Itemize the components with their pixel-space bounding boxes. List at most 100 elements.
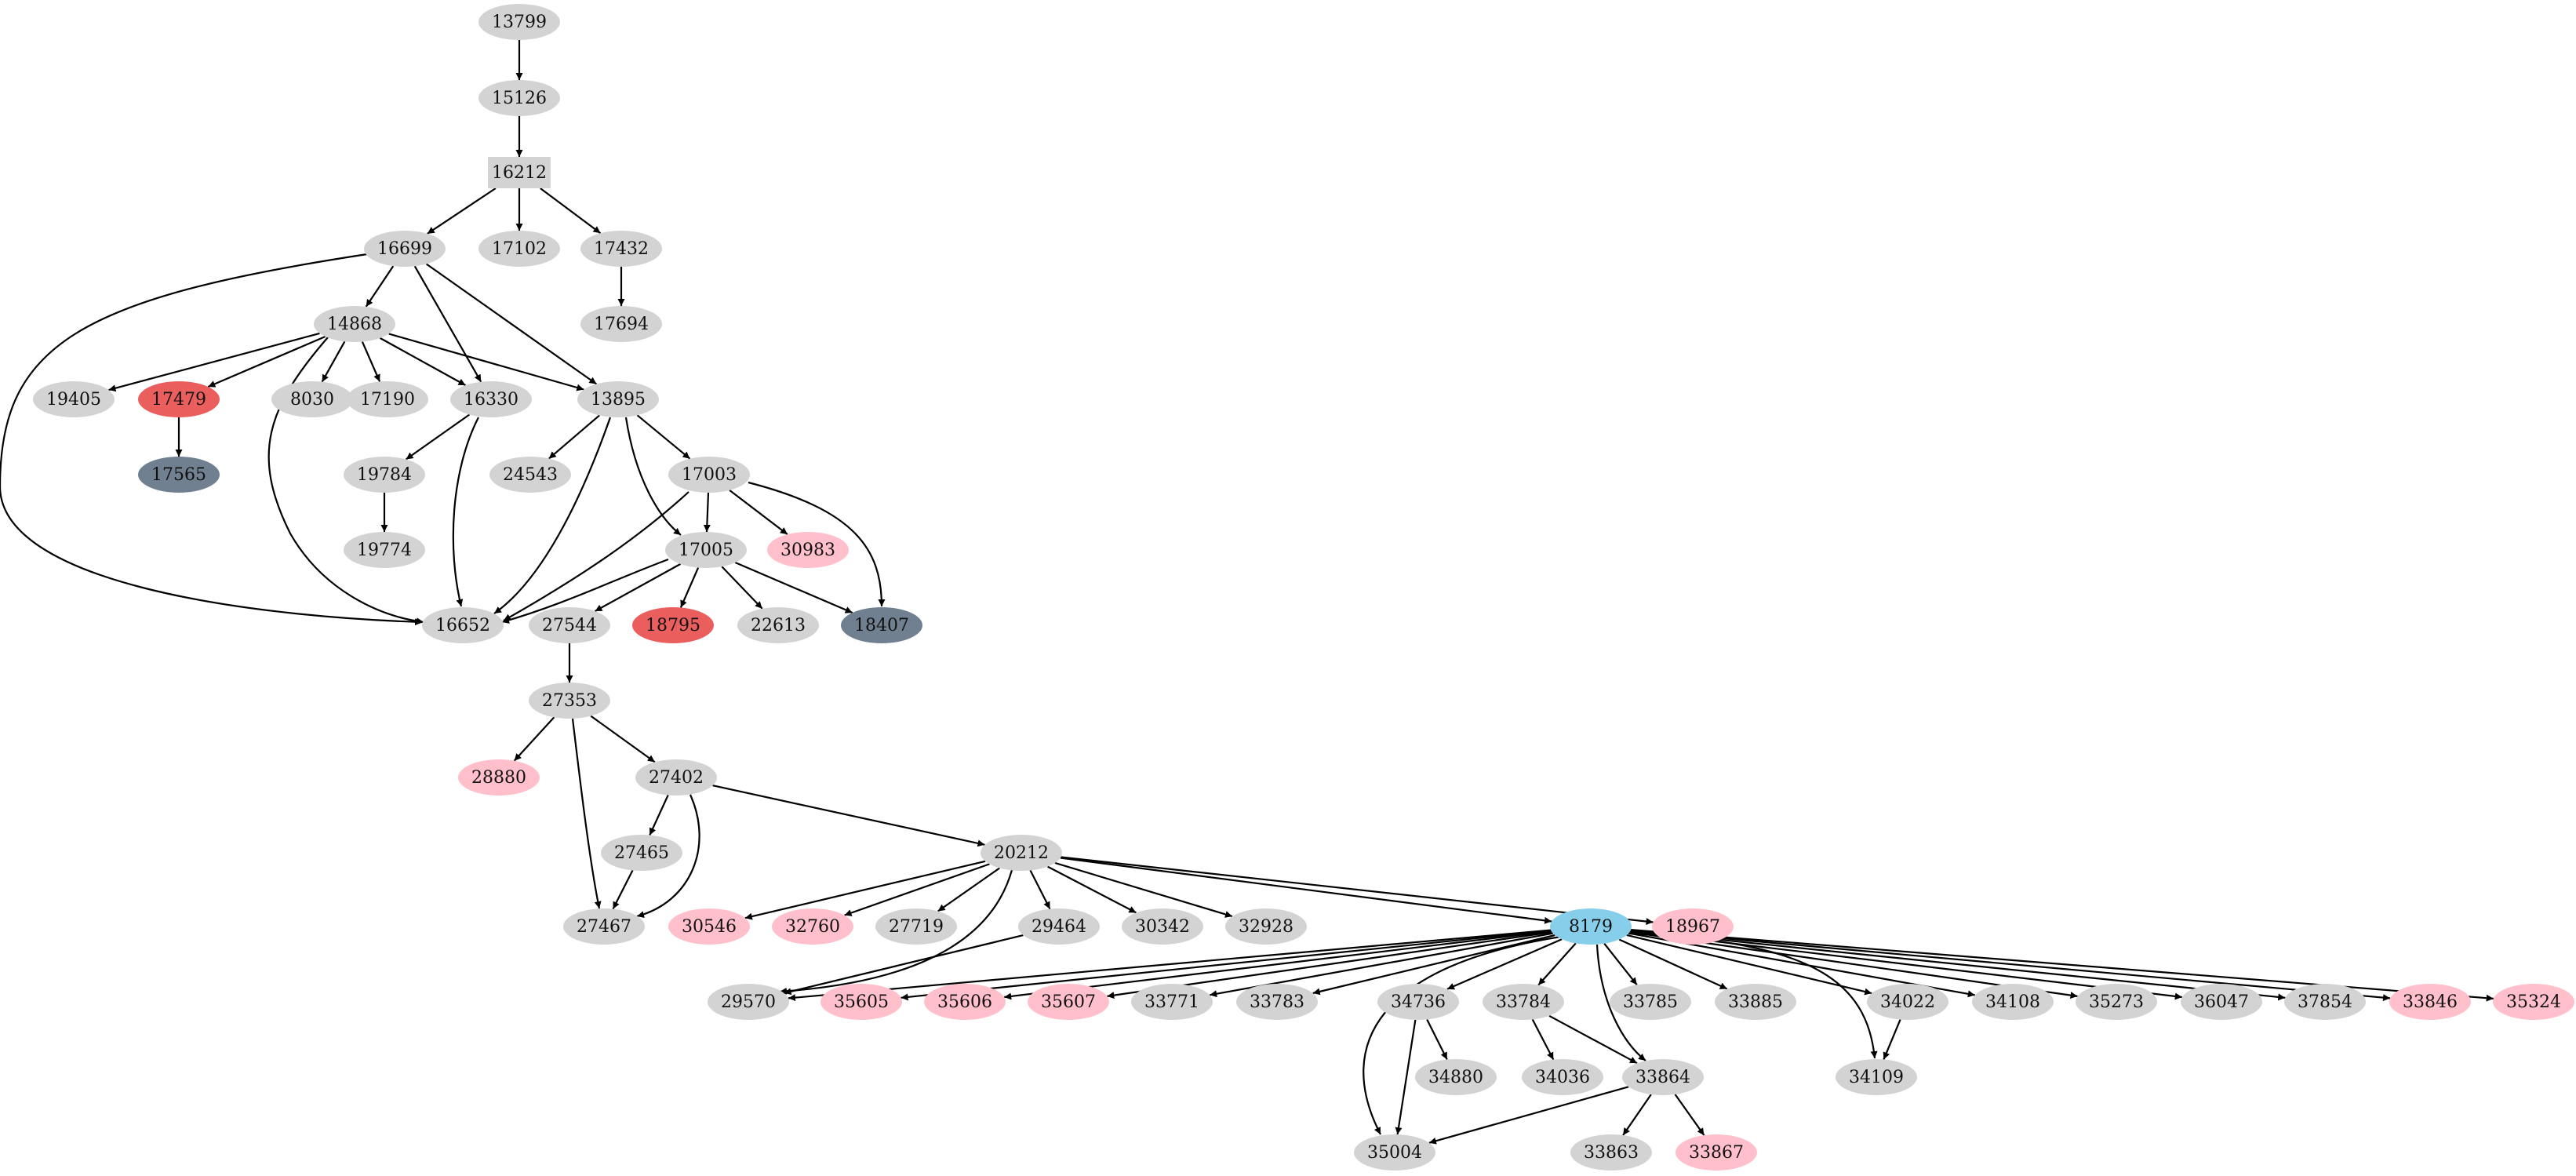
- graph-node-35273[interactable]: 35273: [2076, 984, 2157, 1020]
- graph-node-17565[interactable]: 17565: [138, 457, 220, 493]
- graph-node-34880[interactable]: 34880: [1415, 1059, 1497, 1095]
- graph-node-14868[interactable]: 14868: [314, 306, 395, 342]
- graph-node-24543[interactable]: 24543: [489, 457, 571, 493]
- graph-node-19774[interactable]: 19774: [344, 532, 425, 568]
- node-label: 27465: [614, 843, 669, 863]
- graph-node-30546[interactable]: 30546: [668, 908, 750, 945]
- node-shape: [1836, 1059, 1917, 1095]
- graph-node-30983[interactable]: 30983: [767, 532, 849, 568]
- node-label: 17190: [360, 390, 415, 410]
- graph-node-19784[interactable]: 19784: [344, 457, 425, 493]
- graph-node-35004[interactable]: 35004: [1354, 1134, 1435, 1171]
- node-shape: [1028, 984, 1109, 1020]
- graph-node-35606[interactable]: 35606: [924, 984, 1006, 1020]
- node-label: 17694: [594, 315, 649, 334]
- node-label: 33784: [1496, 992, 1551, 1012]
- edge-8179-33784: [1537, 942, 1577, 986]
- graph-node-27465[interactable]: 27465: [601, 835, 682, 871]
- graph-node-18795[interactable]: 18795: [632, 607, 714, 643]
- graph-node-27719[interactable]: 27719: [875, 908, 957, 945]
- graph-node-27467[interactable]: 27467: [563, 908, 645, 945]
- graph-node-17003[interactable]: 17003: [668, 457, 750, 493]
- node-shape: [767, 532, 849, 568]
- graph-node-29464[interactable]: 29464: [1018, 908, 1100, 945]
- edge-14868-13895: [388, 333, 584, 391]
- graph-node-27544[interactable]: 27544: [529, 607, 610, 643]
- graph-node-17102[interactable]: 17102: [478, 231, 560, 267]
- graph-node-17005[interactable]: 17005: [665, 532, 747, 568]
- node-label: 34108: [1985, 992, 2040, 1012]
- graph-node-32928[interactable]: 32928: [1225, 908, 1307, 945]
- graph-node-17432[interactable]: 17432: [580, 231, 662, 267]
- node-label: 35324: [2506, 992, 2561, 1012]
- graph-node-18407[interactable]: 18407: [841, 607, 922, 643]
- edge-8179-34022: [1626, 934, 1872, 996]
- edge-34736-34880: [1426, 1019, 1448, 1060]
- graph-node-16699[interactable]: 16699: [364, 231, 446, 267]
- graph-node-27353[interactable]: 27353: [529, 683, 610, 719]
- graph-node-8179[interactable]: 8179: [1550, 908, 1632, 945]
- edge-33864-33863: [1622, 1094, 1652, 1136]
- graph-node-22613[interactable]: 22613: [737, 607, 819, 643]
- graph-node-36047[interactable]: 36047: [2181, 984, 2262, 1020]
- graph-node-37854[interactable]: 37854: [2284, 984, 2366, 1020]
- graph-node-16652[interactable]: 16652: [422, 607, 504, 643]
- graph-node-33864[interactable]: 33864: [1622, 1059, 1704, 1095]
- node-shape: [1354, 1134, 1435, 1171]
- graph-node-18967[interactable]: 18967: [1652, 908, 1734, 945]
- graph-node-20212[interactable]: 20212: [981, 835, 1062, 871]
- edge-14868-17190: [361, 341, 381, 382]
- graph-node-34108[interactable]: 34108: [1972, 984, 2054, 1020]
- node-label: 24543: [503, 465, 558, 485]
- graph-node-13895[interactable]: 13895: [577, 381, 659, 417]
- node-shape: [1972, 984, 2054, 1020]
- node-label: 17003: [682, 465, 737, 485]
- node-shape: [924, 984, 1006, 1020]
- graph-node-8030[interactable]: 8030: [271, 381, 353, 417]
- node-label: 34036: [1535, 1068, 1590, 1087]
- graph-node-33783[interactable]: 33783: [1236, 984, 1318, 1020]
- edge-20212-27719: [937, 867, 1000, 912]
- graph-node-34022[interactable]: 34022: [1867, 984, 1948, 1020]
- graph-node-33846[interactable]: 33846: [2389, 984, 2471, 1020]
- graph-node-15126[interactable]: 15126: [478, 80, 560, 116]
- graph-node-34036[interactable]: 34036: [1522, 1059, 1603, 1095]
- graph-node-27402[interactable]: 27402: [635, 759, 717, 796]
- graph-node-16330[interactable]: 16330: [450, 381, 532, 417]
- graph-node-35605[interactable]: 35605: [820, 984, 902, 1020]
- graph-node-32760[interactable]: 32760: [772, 908, 853, 945]
- node-shape: [635, 759, 717, 796]
- node-label: 37854: [2298, 992, 2352, 1012]
- graph-node-33867[interactable]: 33867: [1675, 1134, 1757, 1171]
- graph-node-17190[interactable]: 17190: [347, 381, 428, 417]
- edge-17003-18407: [748, 481, 886, 607]
- edge-34022-34109: [1883, 1019, 1901, 1060]
- node-shape: [33, 381, 115, 417]
- graph-node-35324[interactable]: 35324: [2493, 984, 2574, 1020]
- graph-node-13799[interactable]: 13799: [478, 4, 560, 40]
- graph-node-19405[interactable]: 19405: [33, 381, 115, 417]
- graph-node-17479[interactable]: 17479: [138, 381, 220, 417]
- graph-node-33785[interactable]: 33785: [1610, 984, 1691, 1020]
- node-label: 16652: [435, 616, 490, 635]
- node-shape: [489, 457, 571, 493]
- node-shape: [347, 381, 428, 417]
- graph-node-17694[interactable]: 17694: [580, 306, 662, 342]
- graph-node-29570[interactable]: 29570: [708, 984, 789, 1020]
- graph-node-30342[interactable]: 30342: [1122, 908, 1203, 945]
- graph-node-34736[interactable]: 34736: [1377, 984, 1459, 1020]
- graph-node-35607[interactable]: 35607: [1028, 984, 1109, 1020]
- graph-node-28880[interactable]: 28880: [458, 759, 540, 796]
- edge-16212-17432: [540, 188, 602, 235]
- graph-node-34109[interactable]: 34109: [1836, 1059, 1917, 1095]
- node-label: 35273: [2089, 992, 2144, 1012]
- graph-node-16212[interactable]: 16212: [488, 157, 551, 188]
- edge-8179-29570: [788, 929, 1552, 1002]
- graph-node-33863[interactable]: 33863: [1570, 1134, 1652, 1171]
- graph-node-33771[interactable]: 33771: [1131, 984, 1213, 1020]
- node-label: 17102: [492, 239, 547, 259]
- graph-node-33885[interactable]: 33885: [1715, 984, 1796, 1020]
- graph-node-33784[interactable]: 33784: [1483, 984, 1564, 1020]
- node-shape: [1018, 908, 1100, 945]
